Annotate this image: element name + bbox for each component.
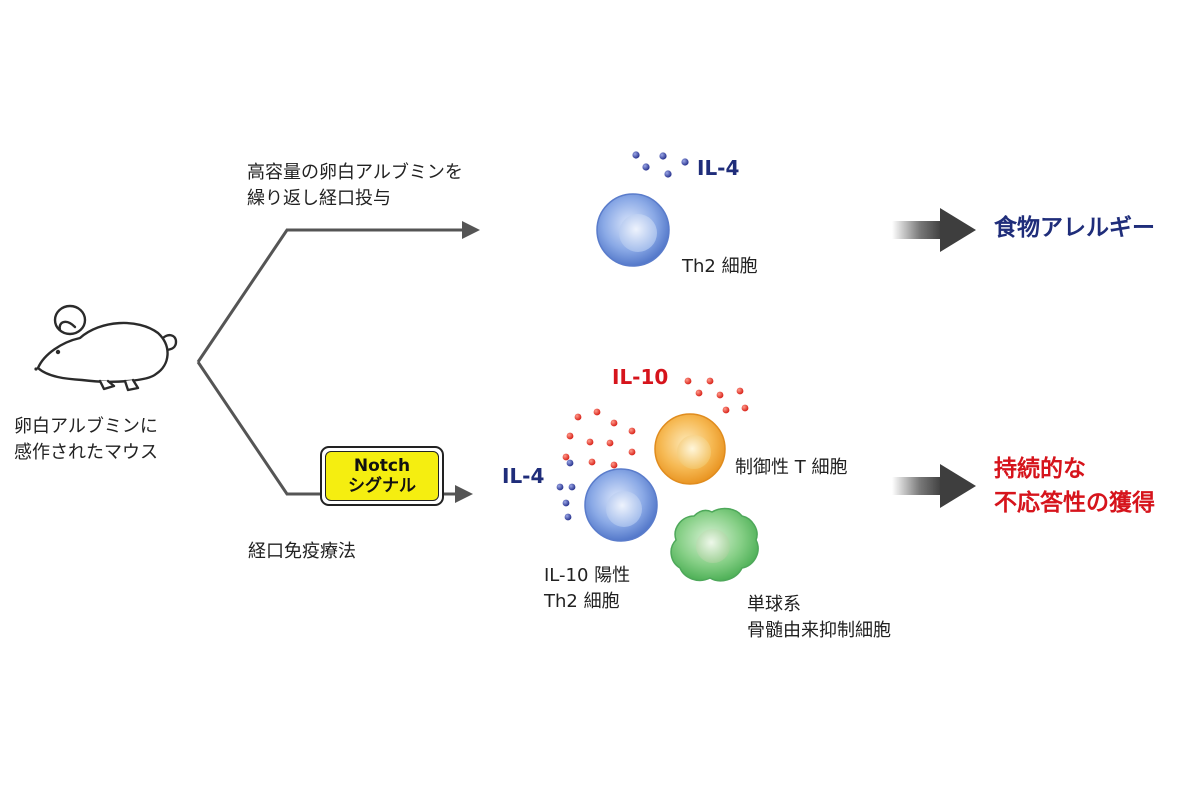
il10-label: IL-10 [612, 365, 669, 389]
il4-label-lower: IL-4 [502, 464, 545, 488]
mdsc-cell [670, 507, 759, 582]
upper-path-arrow [196, 228, 462, 363]
upper-il4-dots [632, 151, 689, 178]
il4-label-upper: IL-4 [697, 156, 740, 180]
lower-il10-dots [562, 377, 749, 469]
upper-path-label: 高容量の卵白アルブミンを 繰り返し経口投与 [247, 162, 463, 209]
lower-il4-dots [556, 459, 576, 521]
outcome-arrow-upper [892, 208, 976, 252]
mouse-label: 卵白アルブミンに 感作されたマウス [14, 416, 158, 463]
treg-label: 制御性 T 細胞 [735, 457, 848, 478]
il10-th2-cell [584, 468, 658, 542]
treg-cell [654, 413, 726, 485]
upper-arrowhead [462, 221, 480, 239]
outcome-tolerance: 持続的な 不応答性の獲得 [994, 456, 1155, 516]
lower-path-label: 経口免疫療法 [248, 541, 356, 562]
th2-cell-upper [596, 193, 670, 267]
lower-arrowhead [455, 485, 473, 503]
outcome-allergy: 食物アレルギー [994, 215, 1155, 241]
notch-signal-box: Notch シグナル [320, 446, 444, 506]
mouse-icon [34, 304, 178, 392]
il10-th2-label: IL-10 陽性 Th2 細胞 [544, 565, 631, 612]
mdsc-label: 単球系 骨髄由来抑制細胞 [747, 594, 891, 641]
notch-signal-label: Notch シグナル [325, 451, 439, 501]
th2-cell-label: Th2 細胞 [682, 256, 758, 277]
outcome-arrow-lower [892, 464, 976, 508]
